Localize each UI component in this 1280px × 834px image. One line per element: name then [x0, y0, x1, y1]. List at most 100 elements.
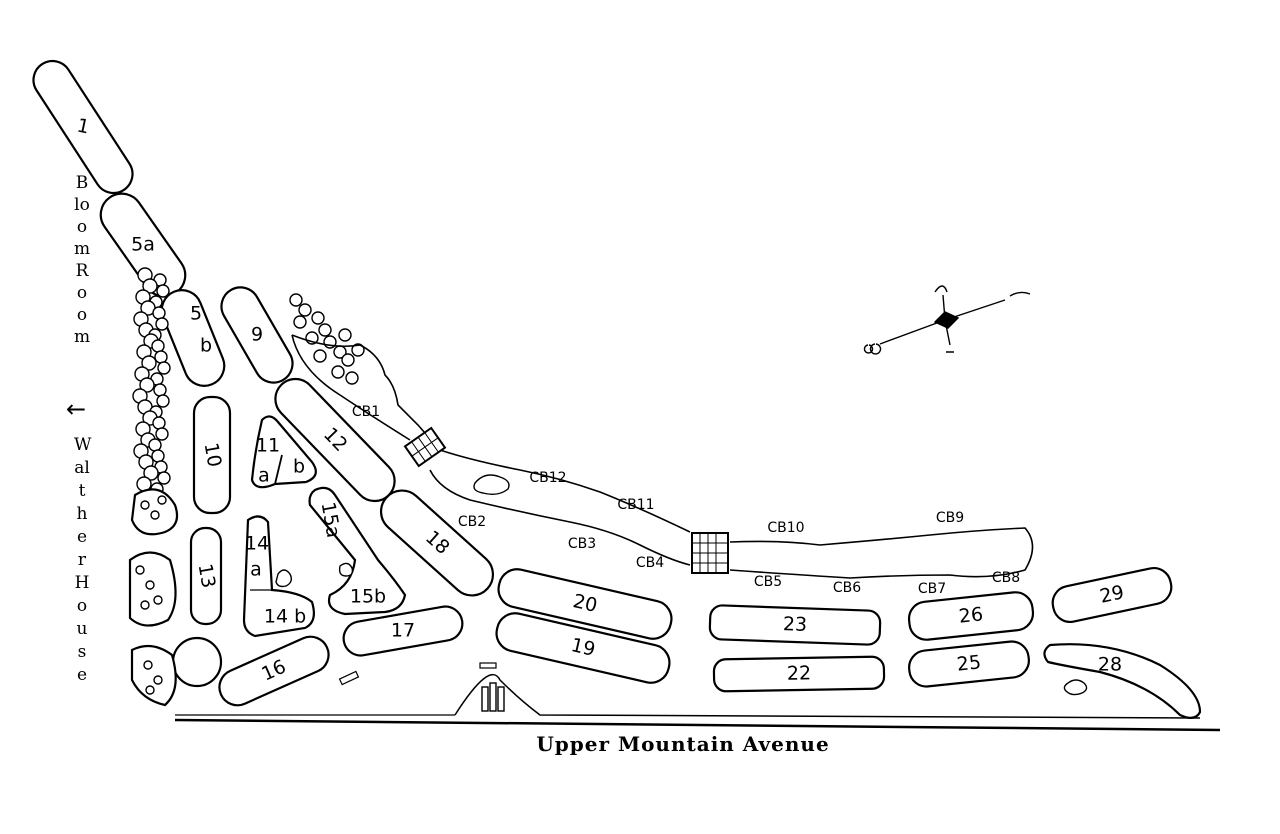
- bed-29[interactable]: 29: [1050, 565, 1175, 625]
- svg-text:22: 22: [787, 662, 812, 684]
- creek-bed-label-cb6: CB6: [833, 580, 861, 596]
- svg-text:9: 9: [251, 324, 263, 346]
- creek-bed-label-cb4: CB4: [636, 555, 664, 571]
- shrub-icon: [139, 377, 155, 393]
- creek-bed-label-cb12: CB12: [529, 470, 566, 486]
- shrub-icon: [143, 660, 153, 670]
- shrub-icon: [338, 328, 352, 342]
- shrub-icon: [140, 600, 150, 610]
- shrub-icon: [156, 394, 170, 408]
- road: [174, 662, 1221, 732]
- bed-14[interactable]: 14 a 14 b: [242, 515, 315, 638]
- shrub-border: [132, 267, 365, 496]
- bed-11[interactable]: 11 a b: [250, 415, 317, 489]
- arrow-left-icon: ←: [66, 395, 87, 423]
- svg-text:14 b: 14 b: [264, 606, 306, 628]
- shrub-icon: [157, 495, 167, 505]
- shrub-icon: [293, 315, 307, 329]
- bed-10[interactable]: 10: [192, 395, 232, 515]
- bed-5b[interactable]: [156, 284, 231, 392]
- shrub-icon: [155, 427, 169, 441]
- bridge-1: [403, 426, 447, 468]
- shrub-icon: [153, 383, 167, 397]
- bed-13[interactable]: 13: [189, 526, 223, 626]
- shrub-icon: [151, 339, 165, 353]
- svg-text:23: 23: [783, 613, 808, 636]
- shrub-icon: [152, 416, 166, 430]
- svg-text:19: 19: [569, 634, 598, 661]
- creek-bed-label-cb3: CB3: [568, 536, 596, 552]
- bed-1[interactable]: 1: [26, 54, 140, 200]
- bed-28[interactable]: 28: [1043, 643, 1202, 719]
- svg-text:13: 13: [194, 562, 220, 590]
- walther-house-label: Walther House: [74, 435, 92, 685]
- rock-icon: [473, 474, 510, 496]
- creek-bed-label-cb8: CB8: [992, 570, 1020, 586]
- svg-text:29: 29: [1098, 581, 1126, 608]
- shrub-icon: [318, 323, 332, 337]
- shrub-icon: [145, 580, 155, 590]
- svg-text:a: a: [258, 465, 270, 487]
- shrub-icon: [153, 675, 163, 685]
- bed-9[interactable]: 9: [215, 280, 300, 389]
- rock-icon: [275, 569, 293, 588]
- svg-text:b: b: [293, 456, 305, 478]
- creek-bed-label-cb10: CB10: [767, 520, 804, 536]
- svg-text:25: 25: [956, 651, 982, 675]
- bed-5b-label: 5: [190, 303, 202, 325]
- svg-text:11: 11: [256, 435, 280, 457]
- svg-text:20: 20: [571, 590, 600, 617]
- shrub-icon: [135, 565, 145, 575]
- compass-rose-icon: [863, 285, 1031, 355]
- bed-17[interactable]: 17: [341, 604, 465, 658]
- bed-25[interactable]: 25: [907, 640, 1030, 688]
- round-bed[interactable]: [171, 636, 223, 688]
- bed-20[interactable]: 20: [495, 566, 675, 643]
- bridge-2: [691, 532, 729, 574]
- shrub-icon: [150, 510, 160, 520]
- bed-22[interactable]: 22: [712, 655, 886, 693]
- svg-text:15b: 15b: [350, 586, 386, 608]
- bed-26[interactable]: 26: [907, 591, 1035, 642]
- shrub-icon: [148, 438, 162, 452]
- shrub-icon: [341, 353, 355, 367]
- creek-bed-label-cb2: CB2: [458, 514, 486, 530]
- shrub-icon: [152, 306, 166, 320]
- creek-bed-label-cb7: CB7: [918, 581, 946, 597]
- shrub-icon: [155, 317, 169, 331]
- rock-icon: [1063, 679, 1088, 696]
- bed-18[interactable]: 18: [372, 482, 501, 604]
- shrub-icon: [154, 350, 168, 364]
- walther-house-plantings: [128, 488, 179, 707]
- creek-bed-label-cb9: CB9: [936, 510, 964, 526]
- creek-bed-label-cb1: CB1: [352, 404, 380, 420]
- svg-text:10: 10: [200, 441, 226, 469]
- bloom-room-label: Bloom Room: [74, 173, 91, 347]
- shrub-icon: [311, 311, 325, 325]
- bed-19[interactable]: 19: [493, 610, 673, 687]
- shrub-icon: [298, 303, 312, 317]
- shrub-icon: [143, 465, 159, 481]
- shrub-icon: [140, 500, 150, 510]
- bed-5b-label-b: b: [200, 335, 212, 357]
- shrub-icon: [313, 349, 327, 363]
- shrub-icon: [142, 278, 158, 294]
- shrub-icon: [157, 471, 171, 485]
- svg-text:26: 26: [958, 603, 984, 627]
- svg-text:5a: 5a: [131, 234, 155, 256]
- bed-15[interactable]: 15a 15b: [308, 486, 407, 616]
- shrub-icon: [157, 361, 171, 375]
- shrub-icon: [151, 449, 165, 463]
- bed-23[interactable]: 23: [708, 604, 882, 646]
- shrub-icon: [331, 365, 345, 379]
- shrub-icon: [289, 293, 303, 307]
- shrub-icon: [153, 595, 163, 605]
- creek-bed-label-cb5: CB5: [754, 574, 782, 590]
- shrub-icon: [156, 284, 170, 298]
- svg-text:a: a: [250, 559, 262, 581]
- bed-16[interactable]: 16: [214, 631, 335, 711]
- svg-text:17: 17: [391, 620, 415, 642]
- creek-bed-label-cb11: CB11: [617, 497, 654, 513]
